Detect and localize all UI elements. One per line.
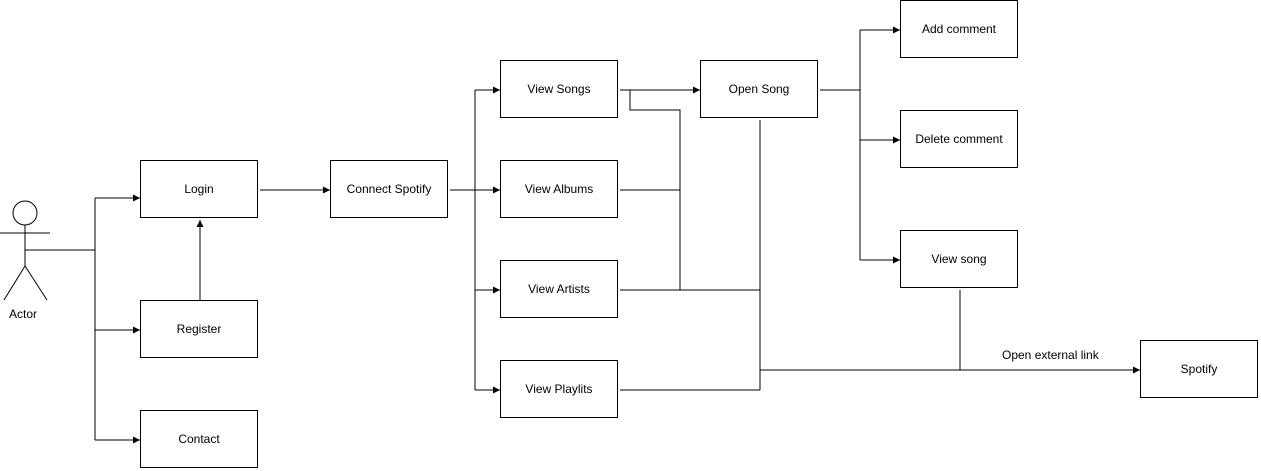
node-view-artists[interactable]: View Artists: [500, 260, 618, 318]
actor-label: Actor: [9, 307, 38, 321]
node-view-artists-label: View Artists: [528, 282, 590, 296]
node-view-songs-label: View Songs: [527, 82, 591, 96]
node-contact[interactable]: Contact: [140, 410, 258, 468]
node-view-songs[interactable]: View Songs: [500, 60, 618, 118]
node-connect-spotify[interactable]: Connect Spotify: [330, 160, 448, 218]
node-login-label: Login: [184, 182, 214, 196]
node-connect-spotify-label: Connect Spotify: [346, 182, 432, 196]
node-login[interactable]: Login: [140, 160, 258, 218]
actor-icon: [0, 200, 50, 301]
node-view-albums-label: View Albums: [524, 182, 594, 196]
edge-songs-branch: [629, 90, 681, 290]
node-open-song-label: Open Song: [728, 82, 790, 96]
node-contact-label: Contact: [178, 432, 220, 446]
node-delete-comment-label: Delete comment: [915, 132, 1003, 146]
node-register[interactable]: Register: [140, 300, 258, 358]
node-add-comment[interactable]: Add comment: [900, 0, 1018, 58]
node-spotify-label: Spotify: [1180, 362, 1218, 376]
node-delete-comment[interactable]: Delete comment: [900, 110, 1018, 168]
node-view-playlits-label: View Playlits: [525, 382, 593, 396]
node-register-label: Register: [176, 322, 222, 336]
edge-label-open-external-link: Open external link: [1002, 348, 1099, 362]
node-spotify[interactable]: Spotify: [1140, 340, 1258, 398]
node-open-song[interactable]: Open Song: [700, 60, 818, 118]
node-view-playlits[interactable]: View Playlits: [500, 360, 618, 418]
node-view-song[interactable]: View song: [900, 230, 1018, 288]
node-view-song-label: View song: [931, 252, 987, 266]
node-add-comment-label: Add comment: [921, 22, 997, 36]
node-view-albums[interactable]: View Albums: [500, 160, 618, 218]
